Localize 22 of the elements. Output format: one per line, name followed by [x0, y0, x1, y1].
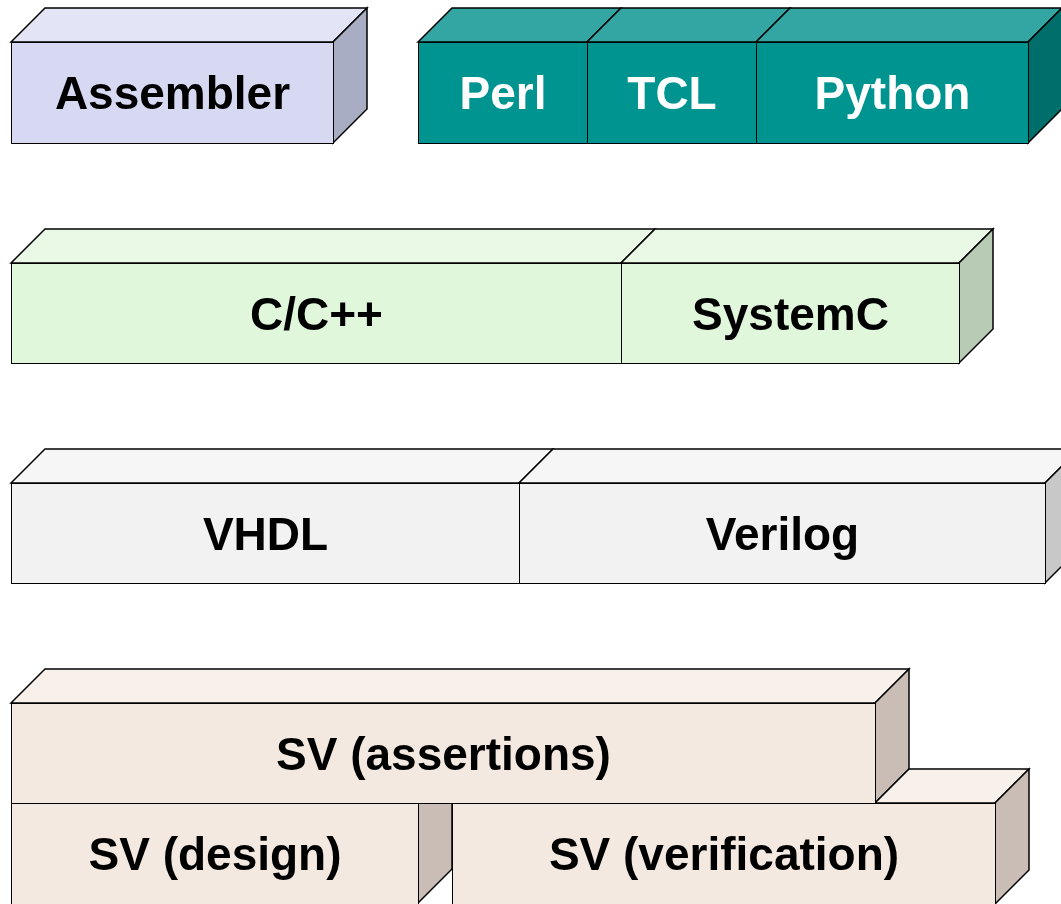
- language-name: VHDL: [202, 506, 329, 561]
- language-name: Assembler: [54, 66, 291, 120]
- block: [621, 263, 960, 364]
- block: [11, 42, 334, 144]
- block: [452, 803, 996, 904]
- block: [587, 42, 757, 144]
- language-name: C/C++: [250, 286, 383, 341]
- block: [11, 803, 419, 904]
- block: [11, 703, 876, 804]
- language-name: SV (design): [88, 827, 342, 881]
- block: [11, 483, 520, 584]
- block: [11, 263, 622, 364]
- block: [756, 42, 1029, 144]
- language-name: Verilog: [705, 506, 860, 561]
- language-name: TCL: [627, 66, 717, 120]
- language-name: Python: [814, 66, 971, 120]
- block: [418, 42, 588, 144]
- language-name: SV (assertions): [276, 726, 611, 781]
- block: [519, 483, 1046, 584]
- language-name: Perl: [459, 66, 547, 120]
- language-name: SV (verification): [548, 827, 900, 881]
- language-name: SystemC: [692, 286, 889, 341]
